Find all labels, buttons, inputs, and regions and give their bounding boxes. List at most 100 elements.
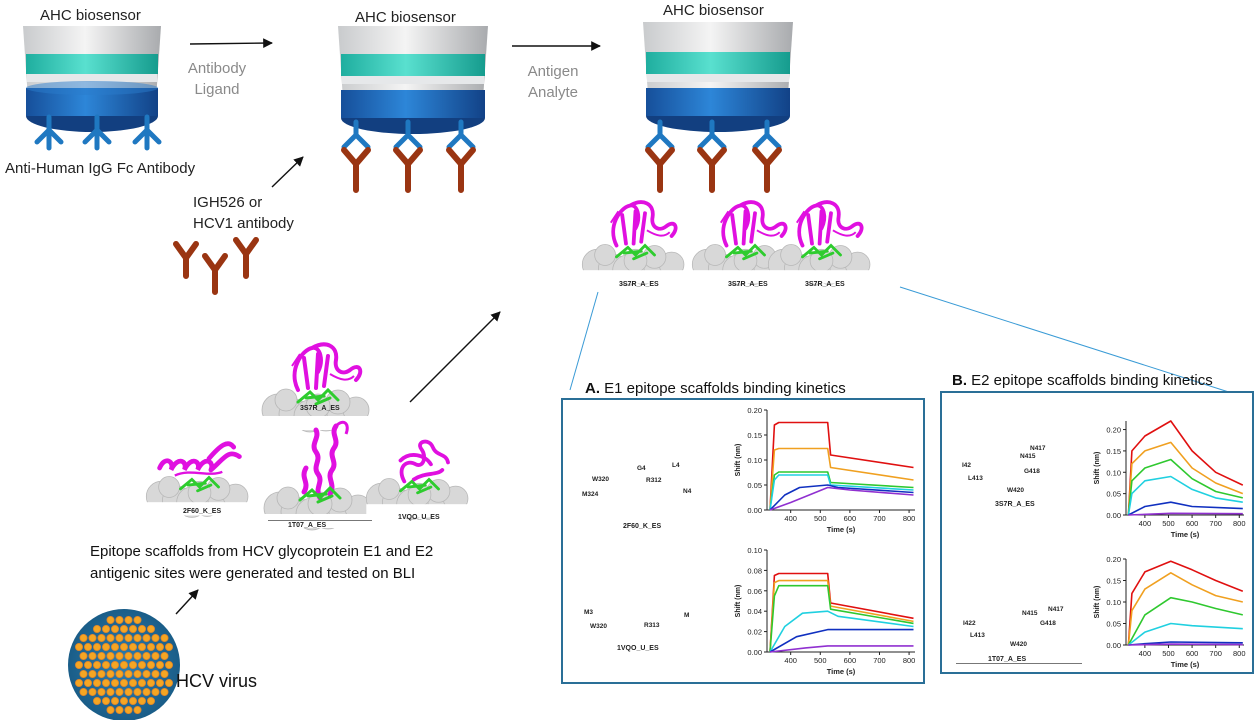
- residue-label: N4: [683, 488, 692, 495]
- virus-glycoprotein-44: [93, 661, 102, 670]
- x-tick-label: 500: [1162, 649, 1175, 658]
- virus-glycoprotein-34: [97, 652, 106, 661]
- panel-b-mol2-name: 1T07_A_ES: [988, 656, 1027, 663]
- y-tick-label: 0.05: [1106, 490, 1121, 499]
- virus-glycoprotein-69: [128, 679, 137, 688]
- x-tick-label: 800: [903, 656, 916, 665]
- virus-glycoprotein-8: [128, 625, 137, 634]
- y-tick-label: 0.10: [1106, 598, 1121, 607]
- virus-glycoprotein-64: [84, 679, 93, 688]
- virus-glycoprotein-52: [164, 661, 173, 670]
- virus-glycoprotein-16: [124, 634, 133, 643]
- residue-label: N417: [1030, 445, 1046, 452]
- x-tick-label: 700: [1209, 649, 1222, 658]
- y-tick-label: 0.20: [1106, 555, 1121, 564]
- kinetic-curve-1: [769, 447, 914, 511]
- x-tick-label: 800: [1233, 649, 1246, 658]
- chart-axes: [766, 410, 915, 511]
- virus-glycoprotein-0: [106, 616, 115, 625]
- x-tick-label: 600: [1186, 649, 1199, 658]
- kinetic-curve-0: [1127, 560, 1244, 646]
- kinetic-curve-5: [769, 645, 914, 653]
- virus-glycoprotein-2: [124, 616, 133, 625]
- residue-label: W420: [1010, 641, 1027, 648]
- virus-glycoprotein-85: [102, 697, 111, 706]
- virus-glycoprotein-31: [164, 643, 173, 652]
- virus-glycoprotein-39: [142, 652, 151, 661]
- virus-glycoprotein-5: [102, 625, 111, 634]
- residue-label: N415: [1020, 453, 1036, 460]
- kinetic-curve-4: [769, 484, 914, 511]
- virus-surface-proteins: [75, 616, 173, 715]
- x-tick-label: 400: [1139, 649, 1152, 658]
- y-tick-label: 0.00: [747, 648, 762, 657]
- anti-human-label: Anti-Human IgG Fc Antibody: [5, 160, 196, 177]
- x-tick-label: 700: [1209, 519, 1222, 528]
- virus-glycoprotein-33: [88, 652, 97, 661]
- y-tick-label: 0.02: [747, 628, 762, 637]
- captured-antibodies: [341, 147, 782, 193]
- x-tick-label: 400: [784, 514, 797, 523]
- y-tick-label: 0.10: [1106, 468, 1121, 477]
- virus-glycoprotein-57: [115, 670, 124, 679]
- panel-b-title: B. E2 epitope scaffolds binding kinetics: [952, 372, 1213, 389]
- y-tick-label: 0.20: [747, 406, 762, 415]
- residue-label: N417: [1048, 606, 1064, 613]
- virus-glycoprotein-32: [79, 652, 88, 661]
- virus-glycoprotein-62: [160, 670, 169, 679]
- x-tick-label: 500: [814, 514, 827, 523]
- virus-glycoprotein-56: [106, 670, 115, 679]
- virus-glycoprotein-7: [120, 625, 129, 634]
- kinetic-curve-3: [1127, 475, 1243, 516]
- biosensor-1-label: AHC biosensor: [40, 7, 141, 24]
- residue-label: I42: [962, 462, 972, 469]
- virus-glycoprotein-76: [97, 688, 106, 697]
- y-axis-label: Shift (nm): [1094, 452, 1101, 485]
- virus-glycoprotein-17: [133, 634, 142, 643]
- y-tick-label: 0.05: [747, 481, 762, 490]
- virus-glycoprotein-41: [160, 652, 169, 661]
- virus-glycoprotein-68: [120, 679, 129, 688]
- virus-glycoprotein-86: [111, 697, 120, 706]
- virus-glycoprotein-82: [151, 688, 160, 697]
- virus-glycoprotein-83: [160, 688, 169, 697]
- virus-glycoprotein-45: [102, 661, 111, 670]
- residue-label: G4: [637, 465, 646, 472]
- virus-glycoprotein-78: [115, 688, 124, 697]
- zoom-lines: [569, 286, 1236, 395]
- virus-glycoprotein-65: [93, 679, 102, 688]
- virus-glycoprotein-20: [160, 634, 169, 643]
- virus-glycoprotein-81: [142, 688, 151, 697]
- virus-glycoprotein-47: [120, 661, 129, 670]
- virus-glycoprotein-73: [164, 679, 173, 688]
- x-axis-label: Time (s): [827, 525, 856, 534]
- virus-glycoprotein-10: [146, 625, 155, 634]
- virus-glycoprotein-14: [106, 634, 115, 643]
- panel-b-underline: [956, 663, 1082, 664]
- virus-glycoprotein-72: [155, 679, 164, 688]
- virus-glycoprotein-48: [128, 661, 137, 670]
- virus-glycoprotein-37: [124, 652, 133, 661]
- virus-glycoprotein-15: [115, 634, 124, 643]
- virus-glycoprotein-61: [151, 670, 160, 679]
- anti-human-antibodies-3: [645, 119, 782, 150]
- x-tick-label: 800: [903, 514, 916, 523]
- top-scaffold-name-3: 3S7R_A_ES: [805, 281, 845, 288]
- virus-glycoprotein-6: [111, 625, 120, 634]
- virus-glycoprotein-40: [151, 652, 160, 661]
- virus-glycoprotein-12: [88, 634, 97, 643]
- virus-glycoprotein-43: [84, 661, 93, 670]
- panel-b-mol1-name: 3S7R_A_ES: [995, 501, 1035, 508]
- panel-a-mol1-name: 2F60_K_ES: [623, 523, 662, 530]
- scaffold-name-s3: 1T07_A_ES: [288, 522, 327, 529]
- virus-glycoprotein-30: [155, 643, 164, 652]
- virus-glycoprotein-91: [106, 706, 115, 715]
- x-axis-label: Time (s): [827, 667, 856, 676]
- residue-label: I422: [963, 620, 976, 627]
- virus-glycoprotein-67: [111, 679, 120, 688]
- virus-glycoprotein-66: [102, 679, 111, 688]
- anti-human-antibodies: [34, 114, 162, 151]
